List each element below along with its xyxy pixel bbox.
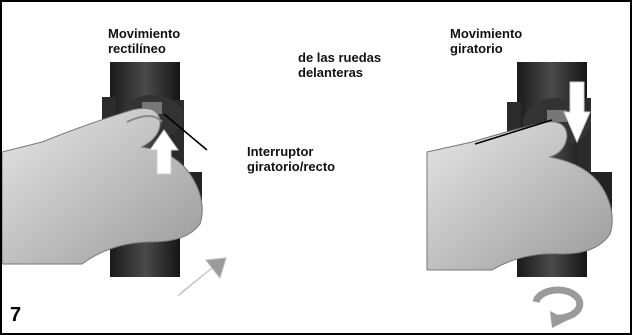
center-caption-line2: delanteras: [298, 65, 364, 80]
right-vacuum-photo: [426, 62, 613, 328]
left-vacuum-photo: [2, 62, 227, 297]
right-pointer-line: [474, 119, 553, 145]
switch-label-line1: Interruptor: [247, 144, 314, 159]
left-panel-title-line1: Movimiento: [108, 26, 181, 41]
center-caption: de las ruedas delanteras: [298, 50, 381, 80]
left-pointer-line: [163, 113, 208, 151]
left-hand: [2, 107, 203, 265]
center-caption-line1: de las ruedas: [298, 50, 382, 65]
step-number: 7: [10, 304, 22, 326]
right-panel-title-line2: giratorio: [450, 41, 503, 56]
up-arrow-icon: [149, 129, 179, 175]
right-panel-title-line1: Movimiento: [450, 26, 523, 41]
down-arrow-icon: [563, 81, 591, 144]
switch-label: Interruptor giratorio/recto: [247, 144, 335, 174]
direction-arrow-icon: [177, 257, 227, 297]
switch-label-line2: giratorio/recto: [247, 159, 336, 174]
rotate-icon: [532, 286, 584, 322]
right-switch: [547, 110, 567, 122]
right-panel-title: Movimiento giratorio: [450, 26, 522, 56]
left-panel-title: Movimiento rectilíneo: [108, 26, 180, 56]
left-panel-title-line2: rectilíneo: [108, 41, 166, 56]
